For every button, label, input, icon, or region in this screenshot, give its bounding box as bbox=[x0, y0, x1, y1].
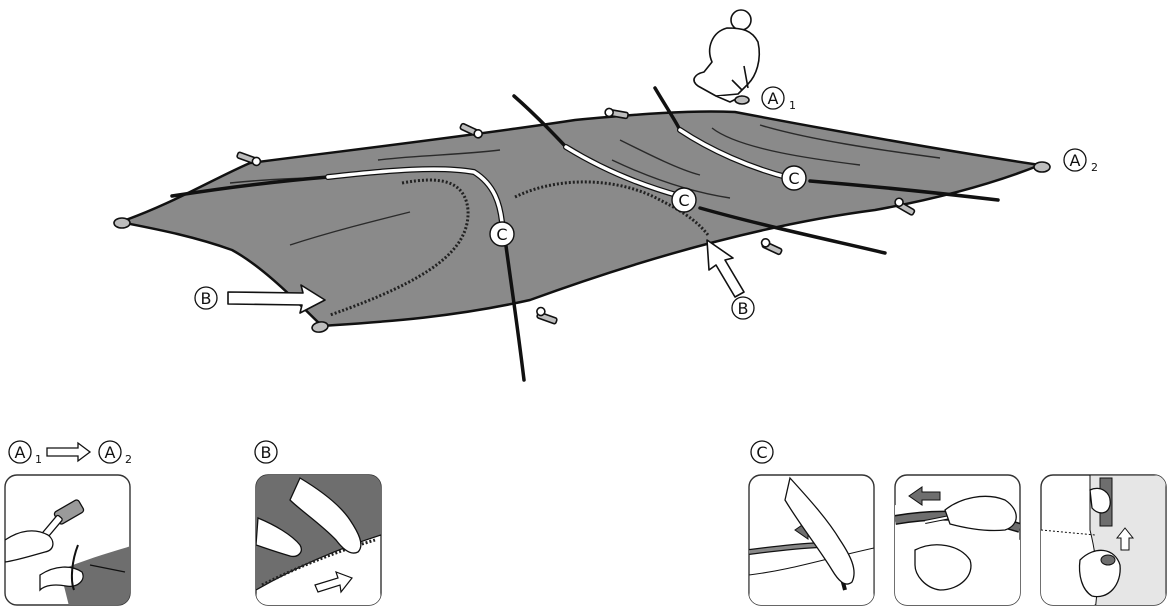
step-a-heading: A 1 A 2 bbox=[8, 440, 132, 466]
callout-c-right: C bbox=[781, 165, 807, 191]
step-a-from-sub: 1 bbox=[35, 453, 42, 466]
callout-letter: B bbox=[738, 299, 749, 318]
callout-letter: A bbox=[768, 89, 779, 108]
hand-icon bbox=[784, 476, 855, 585]
arrow-right-icon bbox=[227, 239, 745, 314]
step-c-heading: C bbox=[750, 440, 774, 464]
stake-peg-icon bbox=[459, 122, 483, 139]
step-c: C bbox=[748, 440, 1167, 606]
stake-peg-icon bbox=[311, 321, 329, 333]
callout-c-mid: C bbox=[671, 187, 697, 213]
hand-icon bbox=[914, 495, 1017, 591]
callout-b-right: B bbox=[731, 296, 755, 320]
step-a-to-sub: 2 bbox=[125, 453, 132, 466]
stake-peg-icon bbox=[113, 217, 131, 229]
callout-subscript: 1 bbox=[789, 99, 796, 112]
step-b-letter: B bbox=[261, 443, 272, 462]
callout-letter: C bbox=[788, 169, 799, 188]
step-b-heading: B bbox=[254, 440, 278, 464]
step-c-panel-1 bbox=[748, 474, 875, 606]
callout-a2: A 2 bbox=[1063, 148, 1098, 174]
tent-scene: A 1 A 2 B B C C C bbox=[113, 9, 1098, 382]
callout-a1: A 1 bbox=[761, 86, 796, 112]
step-a-panel bbox=[4, 474, 131, 606]
stake-peg-icon bbox=[604, 107, 629, 120]
step-b: B bbox=[254, 440, 382, 606]
stake-peg-icon bbox=[760, 238, 783, 256]
step-a-to-letter: A bbox=[105, 443, 116, 462]
stake-peg-icon bbox=[536, 306, 558, 325]
stake-peg-icons bbox=[113, 107, 1051, 333]
arrow-left-icon bbox=[908, 486, 941, 506]
step-a-from-letter: A bbox=[15, 443, 26, 462]
step-c-letter: C bbox=[756, 443, 767, 462]
fabric-creases bbox=[229, 124, 941, 246]
arrow-right-icon bbox=[46, 441, 92, 463]
stake-peg-icon bbox=[894, 197, 916, 216]
stake-peg-icon bbox=[236, 151, 262, 167]
poles-black bbox=[170, 86, 1000, 382]
step-b-panel bbox=[255, 474, 382, 606]
callout-letter: C bbox=[678, 191, 689, 210]
callout-letter: B bbox=[201, 289, 212, 308]
stake-peg-icon bbox=[1033, 161, 1051, 173]
step-c-panel-2 bbox=[894, 474, 1021, 606]
hand-icon bbox=[256, 477, 362, 558]
callout-b-left: B bbox=[194, 286, 218, 310]
arrow-up-icon bbox=[1115, 527, 1135, 551]
step-a: A 1 A 2 bbox=[4, 440, 132, 606]
callout-subscript: 2 bbox=[1091, 161, 1098, 174]
person-kneeling-icon bbox=[693, 9, 761, 105]
step-c-panel-3 bbox=[1040, 474, 1167, 606]
callout-letter: C bbox=[496, 225, 507, 244]
callout-letter: A bbox=[1070, 151, 1081, 170]
arrow-right-icon bbox=[314, 570, 353, 594]
pole-sleeves bbox=[329, 178, 710, 317]
callout-c-left: C bbox=[489, 221, 515, 247]
